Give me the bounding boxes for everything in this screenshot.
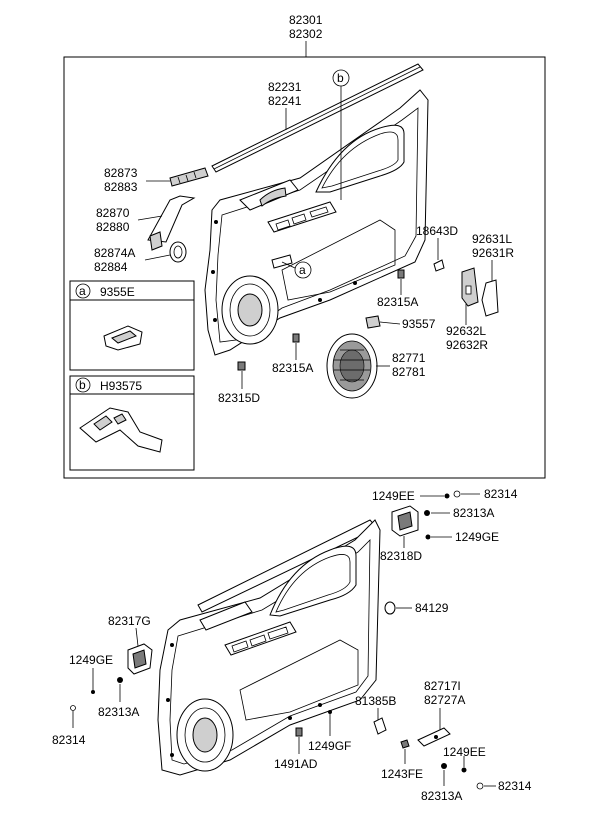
callout-84129: 84129 [415,601,449,615]
callout-82301: 82301 82302 [289,13,323,57]
part-82315a-right: 82315A [377,269,418,309]
callout-82870-line1: 82870 [96,206,130,220]
callout-92631-line2: 92631R [472,246,514,260]
part-84129: 84129 [384,601,449,615]
callout-1249ge-left-label: 1249GE [69,653,113,667]
callout-82313a-left-label: 82313A [98,705,139,719]
callout-82717i-line2: 82727A [424,693,465,707]
callout-82874a-line2: 82884 [94,260,128,274]
callout-82231-line2: 82241 [268,94,302,108]
callout-82301-line1: 82301 [289,13,323,27]
callout-82313a-top: 82313A [424,506,494,520]
callout-1491ad: 1491AD [274,727,318,771]
callout-82873-line1: 82873 [104,166,138,180]
callout-82873-line2: 82883 [104,180,138,194]
part-82315d: 82315D [218,361,260,405]
part-82315a-middle: 82315A [272,333,313,375]
callout-82315d: 82315D [218,391,260,405]
inset-a-letter: a [79,284,86,298]
callout-82231: 82231 82241 [268,80,302,130]
callout-82315a-middle: 82315A [272,361,313,375]
callout-82771-line2: 82781 [392,365,426,379]
callout-82313a-left: 82313A [98,677,139,719]
callout-82318d: 82318D [380,549,422,563]
callout-1249ee-top: 1249EE [372,489,450,503]
callout-1249ee-bottom: 1249EE [443,745,486,773]
inset-b-letter: b [79,378,86,392]
callout-82314-left-label: 82314 [52,733,86,747]
part-82873: 82873 82883 [104,166,209,194]
marker-b-letter: b [337,71,344,85]
callout-1249gf: 1249GF [308,710,351,753]
part-82874a: 82874A 82884 [94,241,187,274]
callout-82301-line2: 82302 [289,27,323,41]
part-18643d: 18643D [416,224,458,272]
inset-b-part: H93575 [100,379,142,393]
callout-81385b: 81385B [355,694,396,708]
callout-18643d: 18643D [416,224,458,238]
part-81385b: 81385B [355,694,396,735]
callout-82771-line1: 82771 [392,351,426,365]
callout-1249ee-top-label: 1249EE [372,489,415,503]
callout-82317g: 82317G [108,614,151,628]
callout-82314-top: 82314 [453,487,518,501]
marker-a: a [281,261,312,279]
callout-82231-line1: 82231 [268,80,302,94]
assembly-frame [63,56,546,479]
callout-1491ad-label: 1491AD [274,757,318,771]
callout-1243fe: 1243FE [381,739,423,781]
door-trim-panel-lower [157,519,381,776]
callout-82313a-bottom-label: 82313A [421,789,462,803]
callout-92631-line1: 92631L [472,232,512,246]
callout-82874a-line1: 82874A [94,246,135,260]
callout-82314-bottom-label: 82314 [498,779,532,793]
callout-1249ge-top-label: 1249GE [455,530,499,544]
part-82771-speaker-grille: 82771 82781 [326,333,426,399]
part-82317g: 82317G [108,614,153,675]
callout-82315a-right: 82315A [377,295,418,309]
callout-1249ee-bottom-label: 1249EE [443,745,486,759]
part-93557: 93557 [365,315,436,331]
part-92631: 92631L 92631R [472,232,514,317]
door-trim-panel-upper [204,63,429,356]
callout-82314-left: 82314 [52,705,86,747]
callout-82870-line2: 82880 [96,220,130,234]
callout-1249gf-label: 1249GF [308,739,351,753]
part-82870: 82870 82880 [96,195,196,251]
marker-b: b [332,69,350,200]
inset-a-part: 9355E [100,285,135,299]
callout-82314-top-label: 82314 [484,487,518,501]
callout-82314-bottom: 82314 [476,779,532,793]
callout-93557: 93557 [402,317,436,331]
part-82318d: 82318D [380,505,422,563]
callout-82313a-bottom: 82313A [421,763,462,803]
marker-a-letter: a [299,263,306,277]
part-82717i: 82717I 82727A [417,679,465,747]
inset-b: b H93575 [69,375,195,471]
callout-92632-line1: 92632L [446,324,486,338]
callout-92632-line2: 92632R [446,338,488,352]
part-92632: 92632L 92632R [446,267,488,352]
inset-a: a 9355E [69,280,195,371]
callout-82717i-line1: 82717I [424,679,461,693]
callout-82313a-top-label: 82313A [453,506,494,520]
callout-1249ge-left: 1249GE [69,653,113,694]
callout-1249ge-top: 1249GE [425,530,499,544]
callout-1243fe-label: 1243FE [381,767,423,781]
